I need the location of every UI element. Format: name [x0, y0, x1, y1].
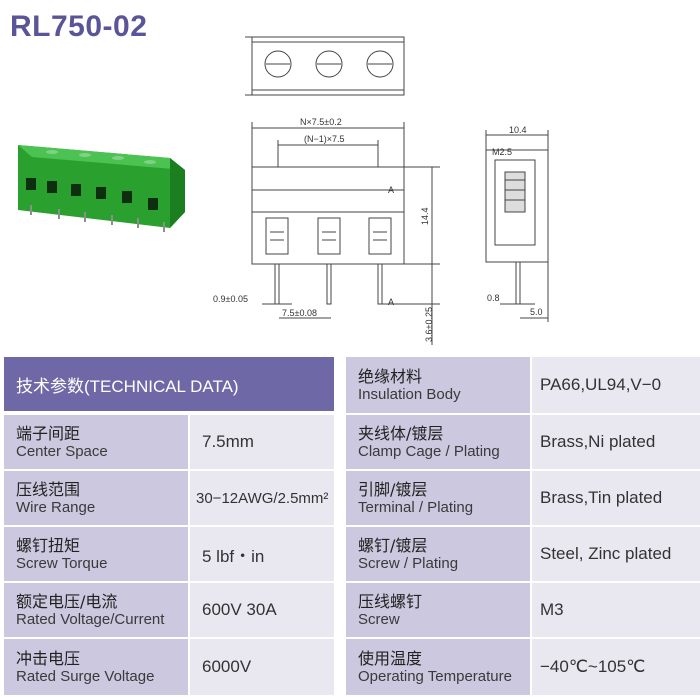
- table-row-value: Steel, Zinc plated: [532, 527, 700, 581]
- table-row-label: 螺钉/镀层 Screw / Plating: [346, 527, 530, 581]
- dim-height: 14.4: [420, 207, 430, 225]
- table-row-label: 额定电压/电流 Rated Voltage/Current: [4, 583, 188, 637]
- technical-drawing: N×7.5±0.2 (N−1)×7.5 14.4 0.9±0.05 7.5±0.…: [18, 36, 549, 345]
- table-header-label: 技术参数(TECHNICAL DATA): [16, 376, 239, 396]
- table-row-label: 冲击电压 Rated Surge Voltage: [4, 639, 188, 695]
- table-row-label: 绝缘材料 Insulation Body: [346, 357, 530, 413]
- table-row-value: 5 lbf・in: [190, 527, 334, 581]
- top-view: [245, 36, 405, 96]
- dim-screw: M2.5: [492, 147, 512, 157]
- dim-pin-offset: 5.0: [530, 307, 543, 317]
- table-row-value: 600V 30A: [190, 583, 334, 637]
- table-row-label: 压线范围 Wire Range: [4, 471, 188, 525]
- table-header: 技术参数(TECHNICAL DATA): [4, 357, 334, 411]
- product-illustration: [18, 145, 185, 232]
- table-row-label: 端子间距 Center Space: [4, 415, 188, 469]
- table-row-value: PA66,UL94,V−0: [532, 357, 700, 413]
- table-row-label: 压线螺钉 Screw: [346, 583, 530, 637]
- section-mark-top: A: [388, 185, 394, 195]
- dim-pin-pitch: 7.5±0.08: [282, 308, 317, 318]
- table-row-value: Brass,Ni plated: [532, 415, 700, 469]
- table-row-label: 引脚/镀层 Terminal / Plating: [346, 471, 530, 525]
- dim-depth: 10.4: [509, 125, 527, 135]
- table-row-value: M3: [532, 583, 700, 637]
- dim-pin-length: 3.6±0.25: [424, 307, 434, 342]
- dim-pin-thickness: 0.8: [487, 293, 500, 303]
- table-row-label: 使用温度 Operating Temperature: [346, 639, 530, 695]
- product-title: RL750-02: [10, 10, 148, 43]
- table-row-value: −40℃~105℃: [532, 639, 700, 695]
- dim-pitch-total: N×7.5±0.2: [300, 117, 342, 127]
- side-view: [485, 130, 549, 322]
- table-row-label: 螺钉扭矩 Screw Torque: [4, 527, 188, 581]
- section-mark-bottom: A: [388, 297, 394, 307]
- dim-pin-width: 0.9±0.05: [213, 294, 248, 304]
- table-row-value: 30−12AWG/2.5mm²: [190, 471, 334, 525]
- table-row-value: Brass,Tin plated: [532, 471, 700, 525]
- table-row-value: 7.5mm: [190, 415, 334, 469]
- table-row-value: 6000V: [190, 639, 334, 695]
- front-view: [251, 122, 440, 345]
- table-row-label: 夹线体/镀层 Clamp Cage / Plating: [346, 415, 530, 469]
- dim-pitch-inner: (N−1)×7.5: [304, 134, 345, 144]
